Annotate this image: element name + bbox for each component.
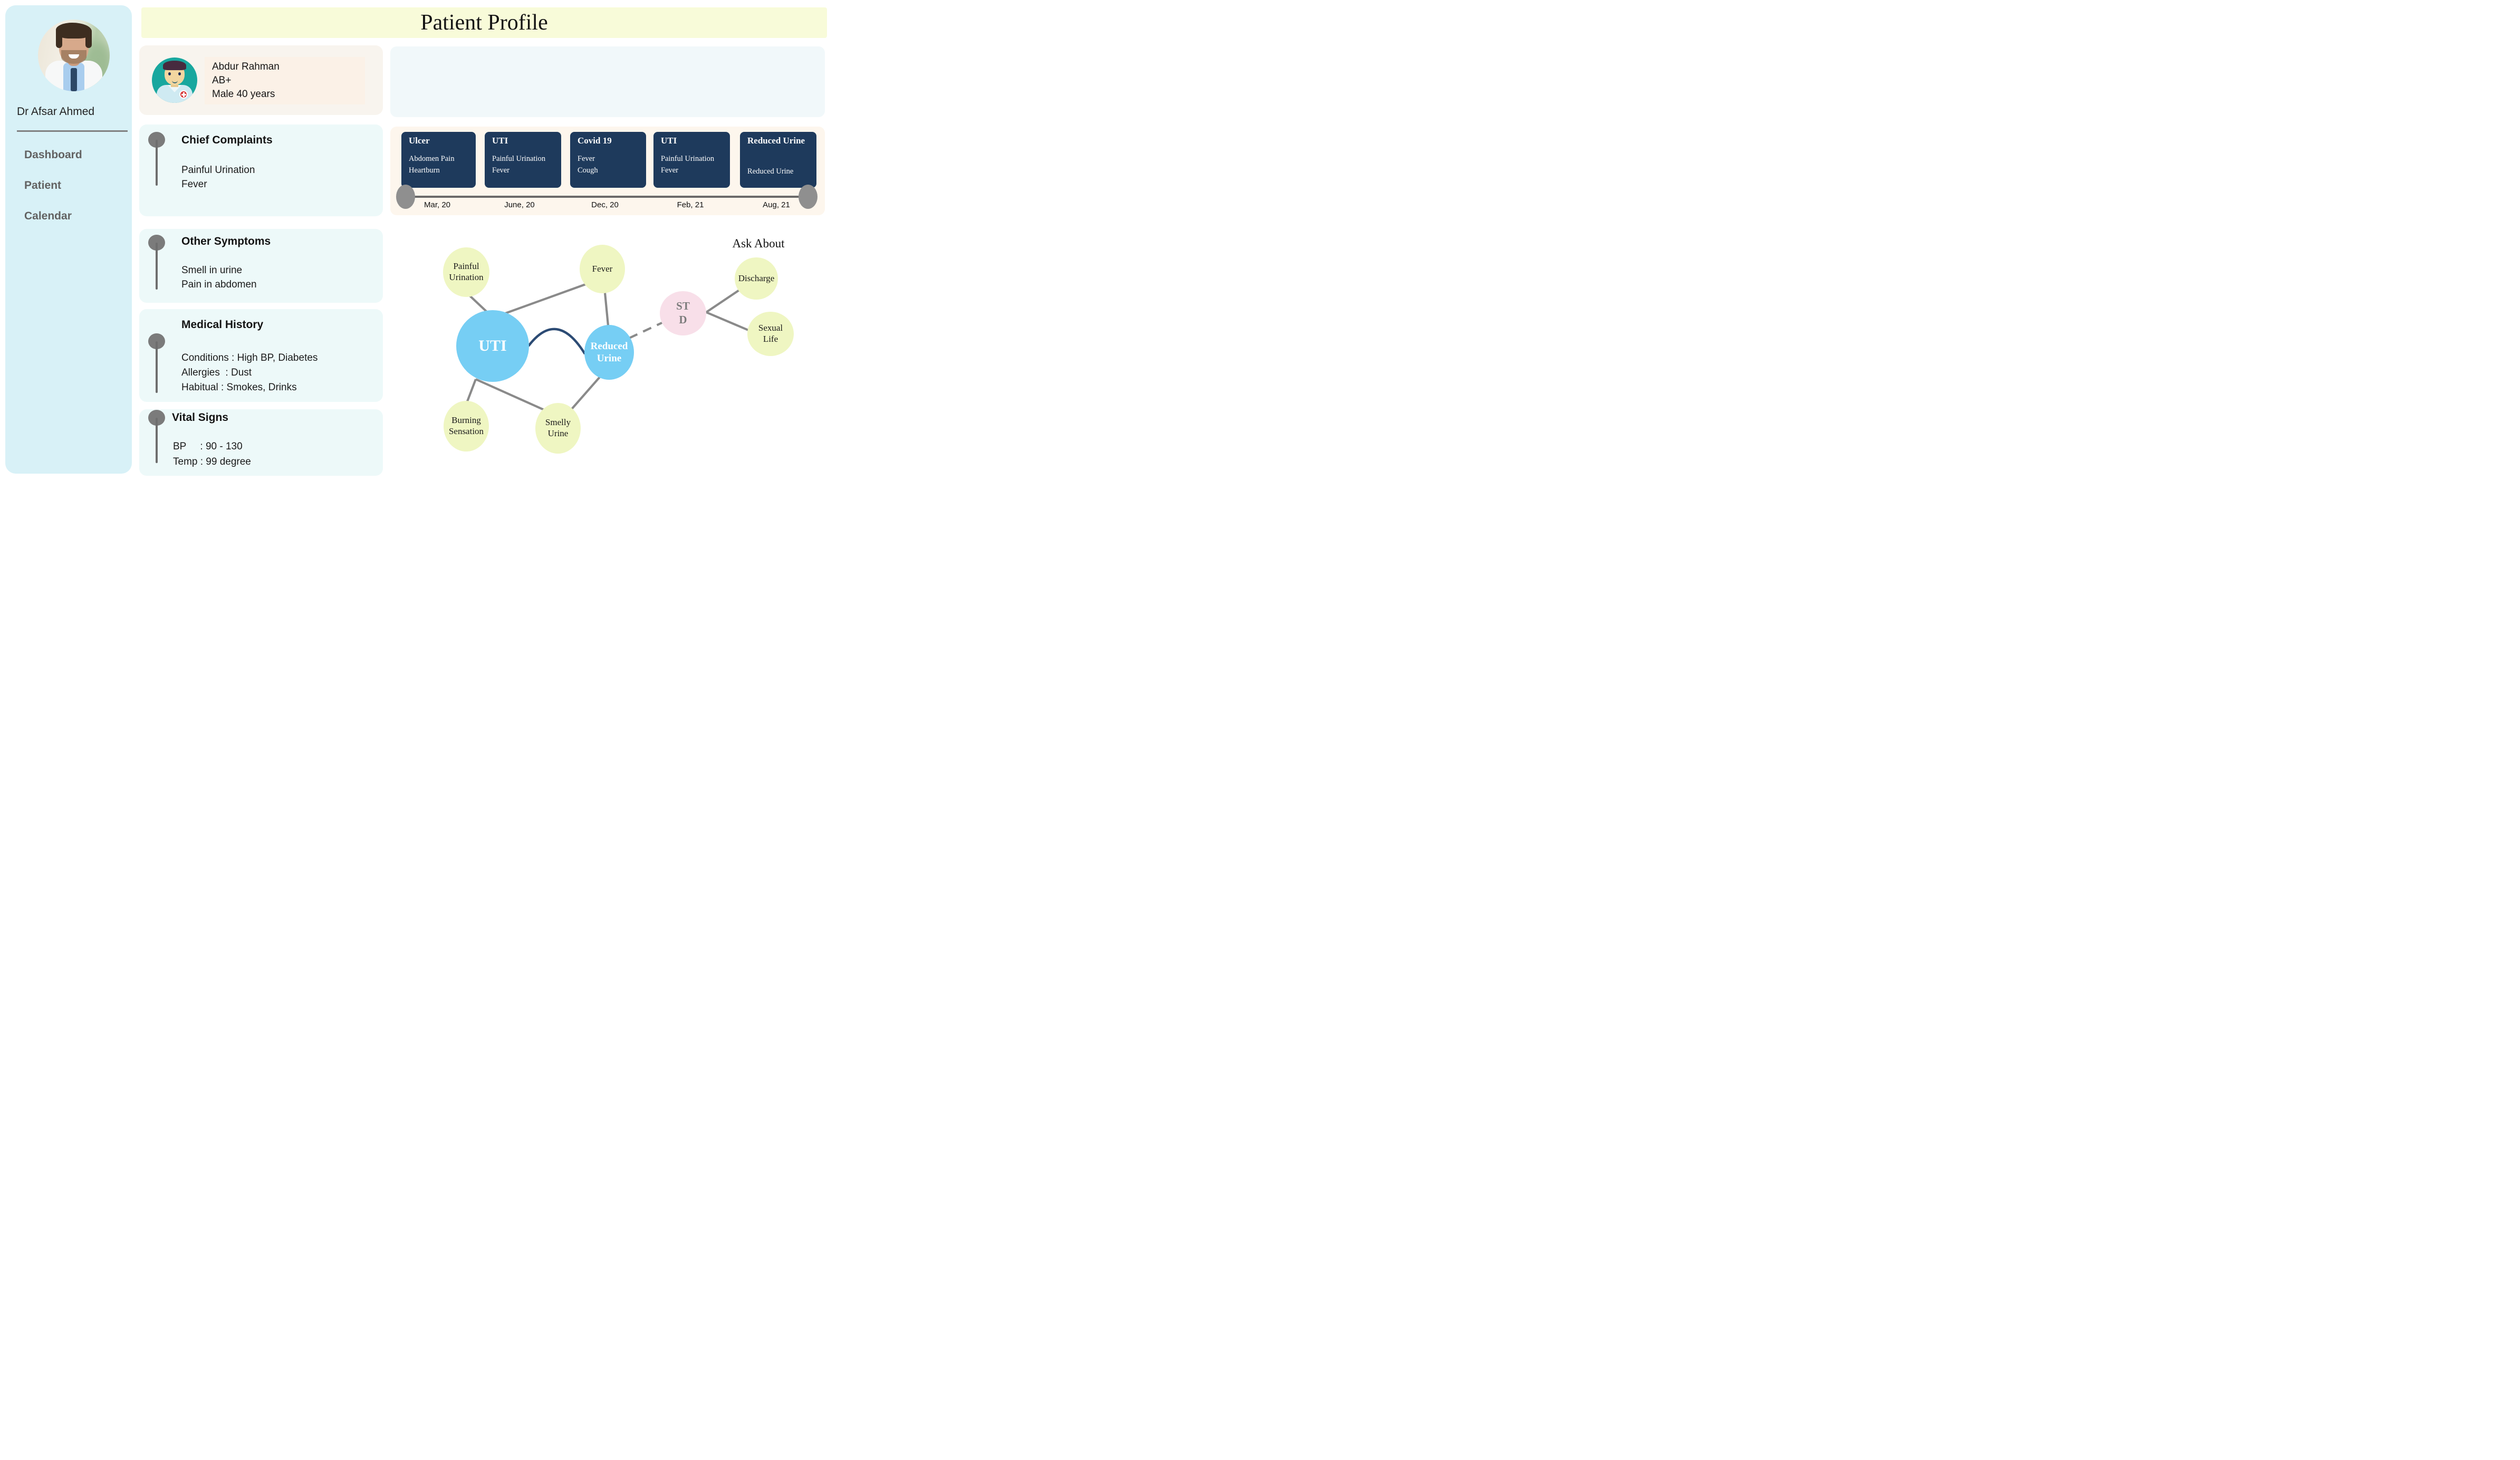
event-title: Ulcer — [409, 136, 430, 146]
patient-hair — [163, 61, 186, 70]
edge-fever-uti — [499, 283, 588, 316]
section-item: Habitual : Smokes, Drinks — [181, 382, 297, 393]
sidebar-item-calendar[interactable]: Calendar — [24, 210, 72, 222]
event-title: UTI — [661, 136, 677, 146]
section-item: Painful Urination — [181, 165, 255, 176]
event-title: UTI — [492, 136, 508, 146]
pin-stem — [156, 243, 158, 290]
patient-avatar — [152, 57, 197, 103]
timeline-date: Mar, 20 — [424, 200, 451, 209]
edge-reduced-urine-std-dashed — [629, 322, 662, 339]
patient-info-panel: Abdur Rahman AB+ Male 40 years — [205, 57, 365, 104]
patient-profile-page: Dr Afsar Ahmed Dashboard Patient Calenda… — [0, 0, 827, 479]
patient-blood-group: AB+ — [212, 75, 232, 86]
event-details: Reduced Urine — [747, 167, 794, 176]
patient-age-sex: Male 40 years — [212, 89, 275, 100]
section-item: Pain in abdomen — [181, 279, 257, 290]
medical-cross-badge — [179, 90, 188, 99]
doctor-smile — [69, 54, 79, 59]
empty-detail-panel — [390, 46, 825, 117]
timeline-event-ulcer: Ulcer Abdomen Pain Heartburn — [401, 132, 476, 188]
header-band: Patient Profile — [141, 7, 827, 38]
section-item: Fever — [181, 179, 207, 190]
event-details: Painful Urination Fever — [492, 155, 546, 175]
event-title: Covid 19 — [578, 136, 612, 146]
section-item: Allergies : Dust — [181, 367, 252, 378]
timeline-date: Feb, 21 — [677, 200, 704, 209]
pin-stem — [156, 140, 158, 186]
section-item: Conditions : High BP, Diabetes — [181, 352, 318, 363]
event-title: Reduced Urine — [747, 136, 805, 146]
timeline-date: Aug, 21 — [763, 200, 790, 209]
section-item: Temp : 99 degree — [173, 456, 251, 467]
edge-uti-burning-sensation — [466, 379, 477, 402]
timeline-event-covid19: Covid 19 Fever Cough — [570, 132, 646, 188]
edge-fever-reduced-urine — [603, 292, 610, 326]
edge-smelly-urine-reduced-urine — [569, 376, 601, 412]
patient-eye — [168, 72, 171, 75]
section-title: Chief Complaints — [181, 134, 273, 146]
event-details: Abdomen Pain Heartburn — [409, 155, 455, 175]
timeline-axis — [405, 196, 808, 198]
edge-uti-reduced-urine — [527, 328, 586, 355]
section-title: Vital Signs — [172, 411, 228, 424]
pin-stem — [156, 418, 158, 463]
timeline-event-reduced-urine: Reduced Urine Reduced Urine — [740, 132, 816, 188]
ask-about-label: Ask About — [732, 237, 785, 250]
timeline-date: June, 20 — [504, 200, 535, 209]
edge-std-sexual-life — [706, 311, 749, 331]
node-uti: UTI — [456, 310, 529, 382]
edge-std-discharge — [705, 289, 741, 313]
patient-smile — [172, 80, 178, 83]
medical-history-card — [139, 309, 383, 402]
doctor-avatar — [38, 20, 110, 91]
vital-signs-card — [139, 409, 383, 476]
other-symptoms-card — [139, 229, 383, 303]
patient-eye — [178, 72, 181, 75]
section-title: Other Symptoms — [181, 235, 271, 247]
timeline-start-dot — [396, 185, 415, 209]
page-title: Patient Profile — [420, 11, 548, 35]
sidebar-divider — [17, 130, 128, 132]
node-fever: Fever — [580, 245, 625, 293]
doctor-name: Dr Afsar Ahmed — [17, 105, 95, 118]
doctor-tie — [71, 68, 77, 91]
section-item: Smell in urine — [181, 265, 243, 276]
section-item: BP : 90 - 130 — [173, 441, 243, 452]
node-discharge: Discharge — [735, 257, 778, 300]
sidebar-item-dashboard[interactable]: Dashboard — [24, 149, 82, 161]
timeline-event-uti-2: UTI Painful Urination Fever — [653, 132, 730, 188]
event-details: Painful Urination Fever — [661, 155, 715, 175]
doctor-hair-side — [56, 30, 62, 48]
symptom-network-edges — [466, 283, 749, 412]
timeline-event-uti-1: UTI Painful Urination Fever — [485, 132, 561, 188]
timeline-date: Dec, 20 — [591, 200, 619, 209]
patient-name: Abdur Rahman — [212, 61, 280, 72]
event-details: Fever Cough — [578, 155, 598, 175]
edge-uti-smelly-urine — [475, 378, 547, 412]
section-title: Medical History — [181, 319, 264, 331]
doctor-hair-side — [85, 30, 92, 48]
sidebar-item-patient[interactable]: Patient — [24, 179, 62, 191]
pin-stem — [156, 341, 158, 393]
sidebar: Dr Afsar Ahmed Dashboard Patient Calenda… — [5, 5, 132, 474]
chief-complaints-card — [139, 124, 383, 216]
edge-painful-urination-uti — [468, 294, 489, 314]
timeline-end-dot — [799, 185, 817, 209]
